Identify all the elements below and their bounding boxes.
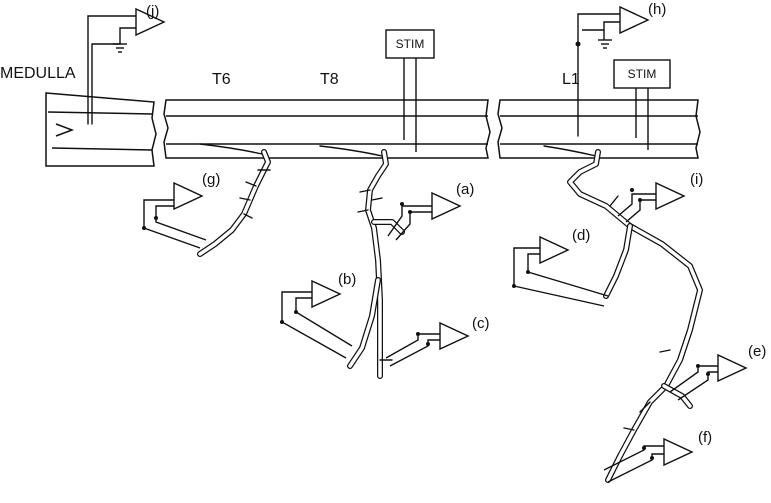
label-g: (g) bbox=[202, 171, 220, 188]
amplifier-icon bbox=[173, 182, 203, 210]
amplifier-icon bbox=[619, 6, 649, 34]
recording-b bbox=[280, 280, 353, 359]
segment-label-l1: L1 bbox=[562, 71, 580, 88]
label-e: (e) bbox=[748, 343, 766, 360]
amplifier-icon bbox=[655, 182, 685, 210]
nerve-t8 bbox=[319, 145, 405, 379]
stim-label-right: STIM bbox=[628, 67, 657, 81]
lumbar-cord-segment bbox=[497, 99, 701, 159]
recording-e bbox=[669, 354, 747, 401]
amplifier-icon bbox=[717, 354, 747, 382]
medulla-segment bbox=[45, 92, 157, 167]
label-j: (j) bbox=[146, 3, 159, 20]
amplifier-icon bbox=[439, 322, 469, 350]
recording-j bbox=[87, 8, 165, 125]
label-b: (b) bbox=[338, 271, 356, 288]
recording-d bbox=[512, 236, 609, 307]
label-h: (h) bbox=[648, 1, 666, 18]
nerve-t6 bbox=[197, 143, 271, 257]
recording-a bbox=[387, 192, 461, 241]
label-c: (c) bbox=[472, 315, 490, 332]
thoracic-cord-segment bbox=[163, 99, 491, 159]
amplifier-icon bbox=[539, 236, 569, 264]
stim-label-left: STIM bbox=[396, 37, 425, 51]
recording-c bbox=[385, 322, 469, 367]
recording-h bbox=[575, 6, 649, 137]
label-f: (f) bbox=[698, 429, 712, 446]
nerve-l1 bbox=[543, 145, 703, 483]
amplifier-icon bbox=[663, 438, 693, 466]
stim-box-left: STIM bbox=[385, 29, 435, 152]
segment-label-t8: T8 bbox=[320, 71, 339, 88]
label-a: (a) bbox=[456, 181, 474, 198]
amplifier-icon bbox=[311, 280, 341, 308]
label-d: (d) bbox=[572, 227, 590, 244]
recording-i bbox=[617, 182, 685, 223]
label-i: (i) bbox=[690, 171, 703, 188]
recording-g bbox=[142, 182, 207, 249]
segment-label-t6: T6 bbox=[212, 71, 231, 88]
stim-box-right: STIM bbox=[613, 59, 671, 150]
recording-f bbox=[603, 438, 693, 483]
medulla-label: MEDULLA bbox=[0, 65, 76, 82]
